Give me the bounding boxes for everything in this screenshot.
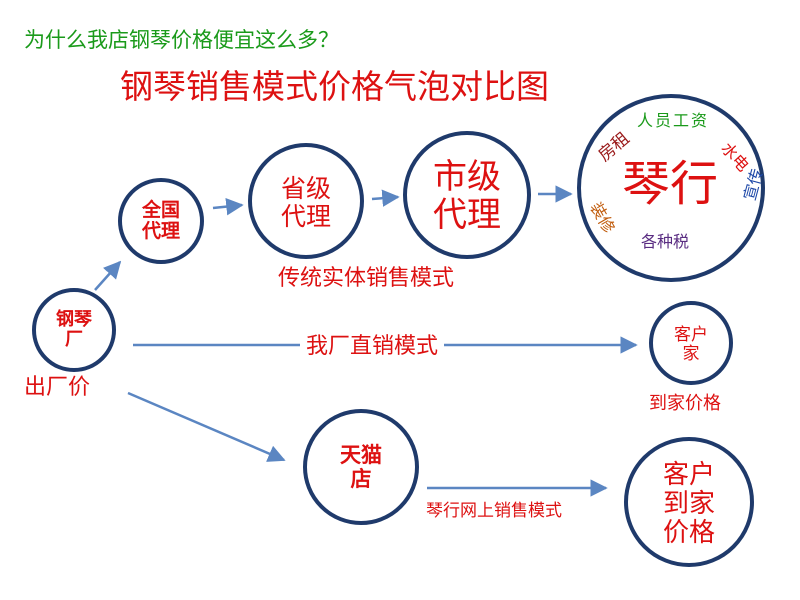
factory-label: 钢琴厂	[56, 309, 92, 351]
tmall-node	[303, 409, 419, 525]
customer-online-node	[624, 437, 754, 567]
provincial-agent-node	[248, 143, 364, 259]
store-cost-staff: 人员工资	[637, 111, 710, 130]
factory-price-label: 出厂价	[24, 375, 91, 400]
customer-online-label: 客户到家价格	[662, 460, 715, 549]
store-label: 琴行	[622, 156, 719, 212]
customer-direct-label: 客户家	[674, 325, 708, 365]
national-agent-node	[118, 178, 204, 264]
arrow-factory-to-national	[94, 260, 122, 291]
store-node	[577, 94, 765, 282]
online-mode-label: 琴行网上销售模式	[426, 501, 562, 521]
factory-node	[32, 288, 116, 372]
arrow-national-to-provincial	[212, 197, 244, 216]
national-agent-label: 全国代理	[141, 199, 180, 243]
direct-mode-label: 我厂直销模式	[300, 336, 445, 358]
customer-direct-price: 到家价格	[649, 393, 721, 414]
arrow-factory-to-tmall	[127, 391, 286, 462]
diagram-title: 钢琴销售模式价格气泡对比图	[120, 67, 549, 106]
tmall-label: 天猫店	[340, 443, 382, 491]
arrow-provincial-to-city	[371, 189, 400, 207]
store-cost-taxes: 各种税	[641, 232, 690, 251]
provincial-agent-label: 省级代理	[280, 174, 331, 231]
question-heading: 为什么我店钢琴价格便宜这么多？	[24, 28, 339, 52]
customer-direct-node	[649, 301, 733, 385]
traditional-mode-label: 传统实体销售模式	[278, 266, 455, 291]
city-agent-label: 市级代理	[433, 157, 501, 236]
city-agent-node	[403, 131, 531, 259]
